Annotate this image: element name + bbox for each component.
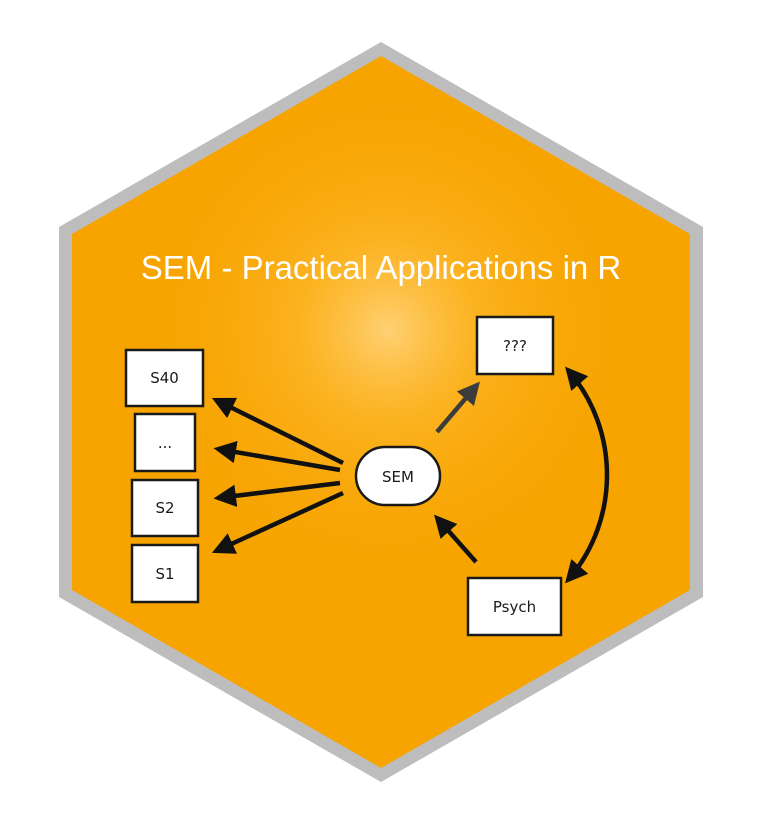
node-ellipsis-label: ... [158, 434, 172, 452]
hex-glow [72, 56, 690, 768]
node-unknown: ??? [475, 315, 555, 376]
node-s2-label: S2 [155, 499, 174, 517]
node-s40-label: S40 [150, 369, 179, 387]
node-unknown-label: ??? [503, 337, 527, 355]
node-sem: SEM [354, 445, 442, 507]
arrow-unknown-psych-curve [565, 366, 610, 584]
node-s1: S1 [130, 543, 200, 604]
node-sem-label: SEM [382, 468, 414, 486]
node-ellipsis: ... [133, 412, 197, 473]
node-s1-label: S1 [155, 565, 174, 583]
arrow-sem-to-s40 [211, 397, 344, 466]
node-psych: Psych [466, 576, 563, 637]
arrow-psych-to-sem [434, 514, 478, 564]
node-psych-label: Psych [493, 598, 536, 616]
node-s40: S40 [124, 348, 205, 408]
arrow-sem-to-unknown [435, 381, 480, 434]
arrow-sem-to-s2 [213, 480, 341, 507]
arrow-sem-to-s1 [211, 490, 344, 554]
sticker-title: SEM - Practical Applications in R [141, 249, 622, 286]
node-s2: S2 [130, 478, 200, 538]
arrow-sem-to-ellipsis [213, 440, 341, 473]
